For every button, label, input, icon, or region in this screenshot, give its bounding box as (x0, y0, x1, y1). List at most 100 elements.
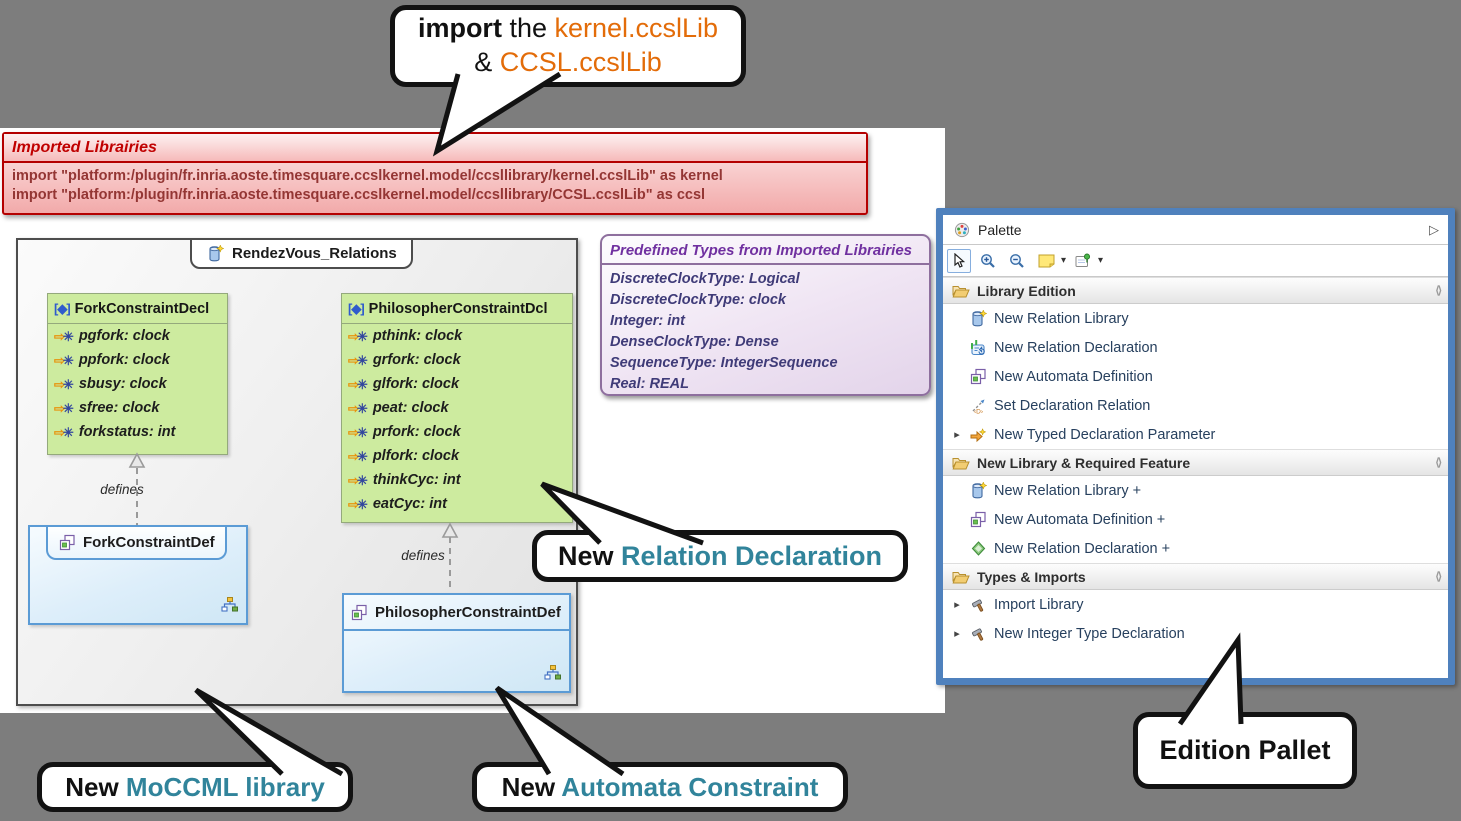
type-entry: DenseClockType: Dense (610, 334, 779, 350)
clock-attribute-icon: ⇨✳ (348, 448, 368, 464)
callout-new-moccml-library: New MoCCML library (37, 762, 353, 812)
palette-toolbar: ▾ ▾ (943, 245, 1448, 277)
declaration-icon: [◆] (54, 300, 71, 316)
palette-item-label: Set Declaration Relation (994, 397, 1151, 414)
zoom-out-tool-button[interactable] (1005, 249, 1029, 273)
automata-definition-icon (969, 511, 988, 528)
imported-libraries-banner[interactable]: Imported Librairies import "platform:/pl… (2, 132, 868, 215)
node-fork-constraint-decl[interactable]: [◆] ForkConstraintDecl ⇨✳pgfork: clock ⇨… (47, 293, 228, 455)
callout-text-bold: import (417, 13, 502, 44)
palette-item-new-integer-type-declaration[interactable]: ▸ New Integer Type Declaration (943, 619, 1448, 648)
section-label: Library Edition (977, 282, 1076, 299)
type-entry: DiscreteClockType: clock (610, 292, 786, 308)
hammer-icon (969, 626, 988, 641)
palette-title: Palette (978, 221, 1022, 238)
diagram-canvas[interactable]: RendezVous_Relations [◆] ForkConstraintD… (16, 238, 578, 706)
node-title: ForkConstraintDef (83, 534, 215, 551)
expand-triangle-icon[interactable]: ▸ (954, 429, 960, 441)
attribute-row[interactable]: ⇨✳thinkCyc: int (348, 472, 461, 488)
attribute-row[interactable]: ⇨✳grfork: clock (348, 352, 461, 368)
palette-section-library-edition[interactable]: Library Edition ⟨⟩ (943, 277, 1448, 304)
clock-attribute-icon: ⇨✳ (54, 424, 74, 440)
pinned-note-icon (1075, 253, 1091, 267)
relation-library-icon (969, 310, 988, 327)
palette-flyout-arrow-icon[interactable]: ▷ (1429, 221, 1439, 237)
attribute-row[interactable]: ⇨✳prfork: clock (348, 424, 461, 440)
clock-attribute-icon: ⇨✳ (54, 328, 74, 344)
dropdown-caret-icon[interactable]: ▾ (1061, 255, 1067, 266)
section-pin-icon[interactable]: ⟨⟩ (1435, 285, 1441, 297)
palette-item-label: New Automata Definition + (994, 511, 1166, 528)
attribute-row[interactable]: ⇨✳sfree: clock (54, 400, 160, 416)
section-label: New Library & Required Feature (977, 454, 1191, 471)
palette-item-label: New Relation Library (994, 310, 1129, 327)
section-pin-icon[interactable]: ⟨⟩ (1435, 457, 1441, 469)
note-tool-button[interactable] (1034, 249, 1058, 273)
attribute-row[interactable]: ⇨✳eatCyc: int (348, 496, 447, 512)
pinned-note-tool-button[interactable] (1071, 249, 1095, 273)
callout-edition-pallet: Edition Pallet (1133, 712, 1357, 789)
open-folder-icon (951, 456, 970, 470)
relation-library-icon (969, 482, 988, 499)
select-tool-button[interactable] (947, 248, 971, 273)
palette-item-new-typed-declaration-parameter[interactable]: ▸ New Typed Declaration Parameter (943, 420, 1448, 449)
palette-item-new-relation-declaration[interactable]: New Relation Declaration (943, 333, 1448, 362)
palette-item-import-library[interactable]: ▸ Import Library (943, 590, 1448, 619)
callout-new-automata-constraint: New Automata Constraint (472, 762, 848, 812)
zoom-in-tool-button[interactable] (976, 249, 1000, 273)
predefined-types-title: Predefined Types from Imported Librairie… (602, 236, 929, 265)
node-title: ForkConstraintDecl (74, 300, 210, 317)
type-entry: SequenceType: IntegerSequence (610, 355, 838, 371)
attribute-row[interactable]: ⇨✳peat: clock (348, 400, 449, 416)
automata-definition-icon (350, 604, 369, 621)
clock-attribute-icon: ⇨✳ (54, 376, 74, 392)
package-tab-rendezvous-relations[interactable]: RendezVous_Relations (190, 238, 413, 269)
set-declaration-relation-icon: ‹D› (969, 398, 988, 414)
expand-triangle-icon[interactable]: ▸ (954, 628, 960, 640)
subdiagram-tree-icon[interactable] (221, 597, 238, 617)
node-fork-constraint-def[interactable]: ForkConstraintDef (28, 525, 248, 625)
palette-item-new-relation-declaration-plus[interactable]: New Relation Declaration + (943, 534, 1448, 563)
type-entry: Integer: int (610, 313, 685, 329)
palette-item-label: New Typed Declaration Parameter (994, 426, 1216, 443)
attribute-row[interactable]: ⇨✳sbusy: clock (54, 376, 167, 392)
palette-section-new-library-required-feature[interactable]: New Library & Required Feature ⟨⟩ (943, 449, 1448, 476)
attribute-row[interactable]: ⇨✳ppfork: clock (54, 352, 170, 368)
palette-item-new-relation-library-plus[interactable]: New Relation Library + (943, 476, 1448, 505)
zoom-in-icon (981, 253, 995, 268)
section-pin-icon[interactable]: ⟨⟩ (1435, 571, 1441, 583)
palette-item-label: New Relation Library + (994, 482, 1142, 499)
dropdown-caret-icon[interactable]: ▾ (1098, 255, 1104, 266)
clock-attribute-icon: ⇨✳ (54, 400, 74, 416)
palette-header[interactable]: Palette ▷ (943, 215, 1448, 245)
palette-item-set-declaration-relation[interactable]: ‹D› Set Declaration Relation (943, 391, 1448, 420)
node-philosopher-constraint-def[interactable]: PhilosopherConstraintDef (342, 593, 571, 693)
predefined-types-box[interactable]: Predefined Types from Imported Librairie… (600, 234, 931, 396)
attribute-row[interactable]: ⇨✳plfork: clock (348, 448, 460, 464)
zoom-out-icon (1010, 253, 1024, 268)
subdiagram-tree-icon[interactable] (544, 665, 561, 685)
palette-item-new-automata-definition[interactable]: New Automata Definition (943, 362, 1448, 391)
palette-item-new-relation-library[interactable]: New Relation Library (943, 304, 1448, 333)
attribute-row[interactable]: ⇨✳pgfork: clock (54, 328, 170, 344)
import-line-kernel: import "platform:/plugin/fr.inria.aoste.… (12, 168, 723, 184)
callout-new-relation-declaration: New Relation Declaration (532, 530, 908, 582)
attribute-row[interactable]: ⇨✳glfork: clock (348, 376, 460, 392)
open-folder-icon (951, 570, 970, 584)
palette-section-types-imports[interactable]: Types & Imports ⟨⟩ (943, 563, 1448, 590)
node-philosopher-constraint-dcl[interactable]: [◆] PhilosopherConstraintDcl ⇨✳pthink: c… (341, 293, 573, 523)
green-diamond-icon (969, 541, 988, 556)
attribute-row[interactable]: ⇨✳forkstatus: int (54, 424, 176, 440)
palette-item-label: New Relation Declaration (994, 339, 1158, 356)
cursor-icon (954, 252, 966, 268)
open-folder-icon (951, 284, 970, 298)
node-title: PhilosopherConstraintDef (375, 603, 561, 621)
attribute-row[interactable]: ⇨✳pthink: clock (348, 328, 463, 344)
expand-triangle-icon[interactable]: ▸ (954, 599, 960, 611)
clock-attribute-icon: ⇨✳ (348, 400, 368, 416)
palette-item-label: New Automata Definition (994, 368, 1153, 385)
clock-attribute-icon: ⇨✳ (348, 328, 368, 344)
palette-item-new-automata-definition-plus[interactable]: New Automata Definition + (943, 505, 1448, 534)
palette-item-label: New Relation Declaration + (994, 540, 1171, 557)
